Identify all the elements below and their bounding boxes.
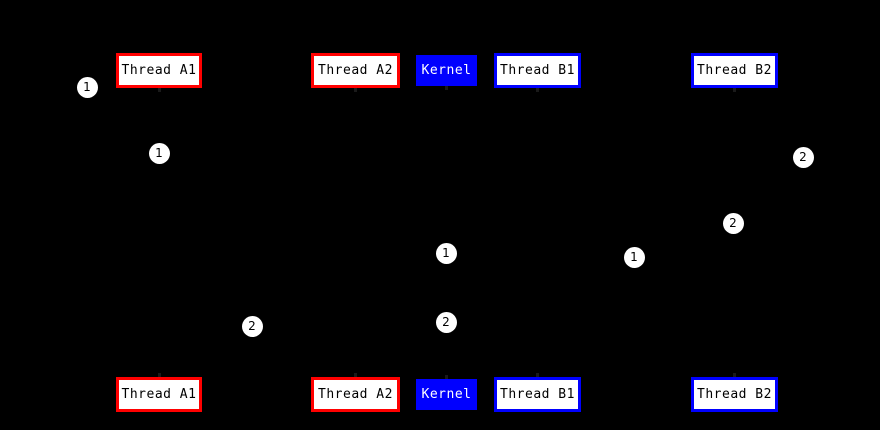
lifeline-tick-thread-a1 bbox=[158, 373, 161, 377]
participant-box-kernel[interactable]: Kernel bbox=[416, 55, 477, 86]
lifeline-thread-b1 bbox=[536, 88, 538, 377]
step-marker-2: 2 bbox=[722, 212, 744, 234]
step-marker-2: 2 bbox=[241, 315, 263, 337]
lifeline-tick-thread-a2 bbox=[354, 88, 357, 92]
lifeline-thread-a1 bbox=[158, 88, 160, 377]
step-marker-2: 2 bbox=[792, 146, 814, 168]
participant-label: Thread A2 bbox=[318, 387, 393, 402]
lifeline-thread-a2 bbox=[354, 88, 356, 377]
step-marker-1: 1 bbox=[76, 76, 98, 98]
participant-box-thread-a1[interactable]: Thread A1 bbox=[116, 53, 202, 88]
step-marker-1: 1 bbox=[623, 246, 645, 268]
lifeline-tick-thread-b2 bbox=[733, 88, 736, 92]
participant-label: Kernel bbox=[421, 387, 472, 402]
lifeline-kernel bbox=[445, 86, 447, 379]
step-marker-2: 2 bbox=[435, 311, 457, 333]
participant-box-thread-b1[interactable]: Thread B1 bbox=[494, 377, 581, 412]
step-marker-1: 1 bbox=[148, 142, 170, 164]
participant-label: Thread B1 bbox=[500, 63, 575, 78]
lifeline-tick-thread-b1 bbox=[536, 373, 539, 377]
participant-box-thread-a2[interactable]: Thread A2 bbox=[311, 53, 400, 88]
lifeline-tick-thread-a1 bbox=[158, 88, 161, 92]
participant-box-thread-a2[interactable]: Thread A2 bbox=[311, 377, 400, 412]
participant-label: Thread A1 bbox=[121, 63, 197, 78]
participant-box-thread-b2[interactable]: Thread B2 bbox=[691, 53, 778, 88]
lifeline-tick-kernel bbox=[445, 375, 448, 379]
participant-label: Thread B2 bbox=[697, 63, 772, 78]
lifeline-tick-kernel bbox=[445, 86, 448, 90]
lifeline-tick-thread-b2 bbox=[733, 373, 736, 377]
participant-box-thread-b1[interactable]: Thread B1 bbox=[494, 53, 581, 88]
participant-label: Thread A1 bbox=[121, 387, 197, 402]
participant-label: Thread A2 bbox=[318, 63, 393, 78]
participant-label: Kernel bbox=[421, 63, 472, 78]
participant-box-kernel[interactable]: Kernel bbox=[416, 379, 477, 410]
lifeline-tick-thread-b1 bbox=[536, 88, 539, 92]
participant-box-thread-b2[interactable]: Thread B2 bbox=[691, 377, 778, 412]
lifeline-tick-thread-a2 bbox=[354, 373, 357, 377]
participant-label: Thread B1 bbox=[500, 387, 575, 402]
step-marker-1: 1 bbox=[435, 242, 457, 264]
participant-label: Thread B2 bbox=[697, 387, 772, 402]
participant-box-thread-a1[interactable]: Thread A1 bbox=[116, 377, 202, 412]
